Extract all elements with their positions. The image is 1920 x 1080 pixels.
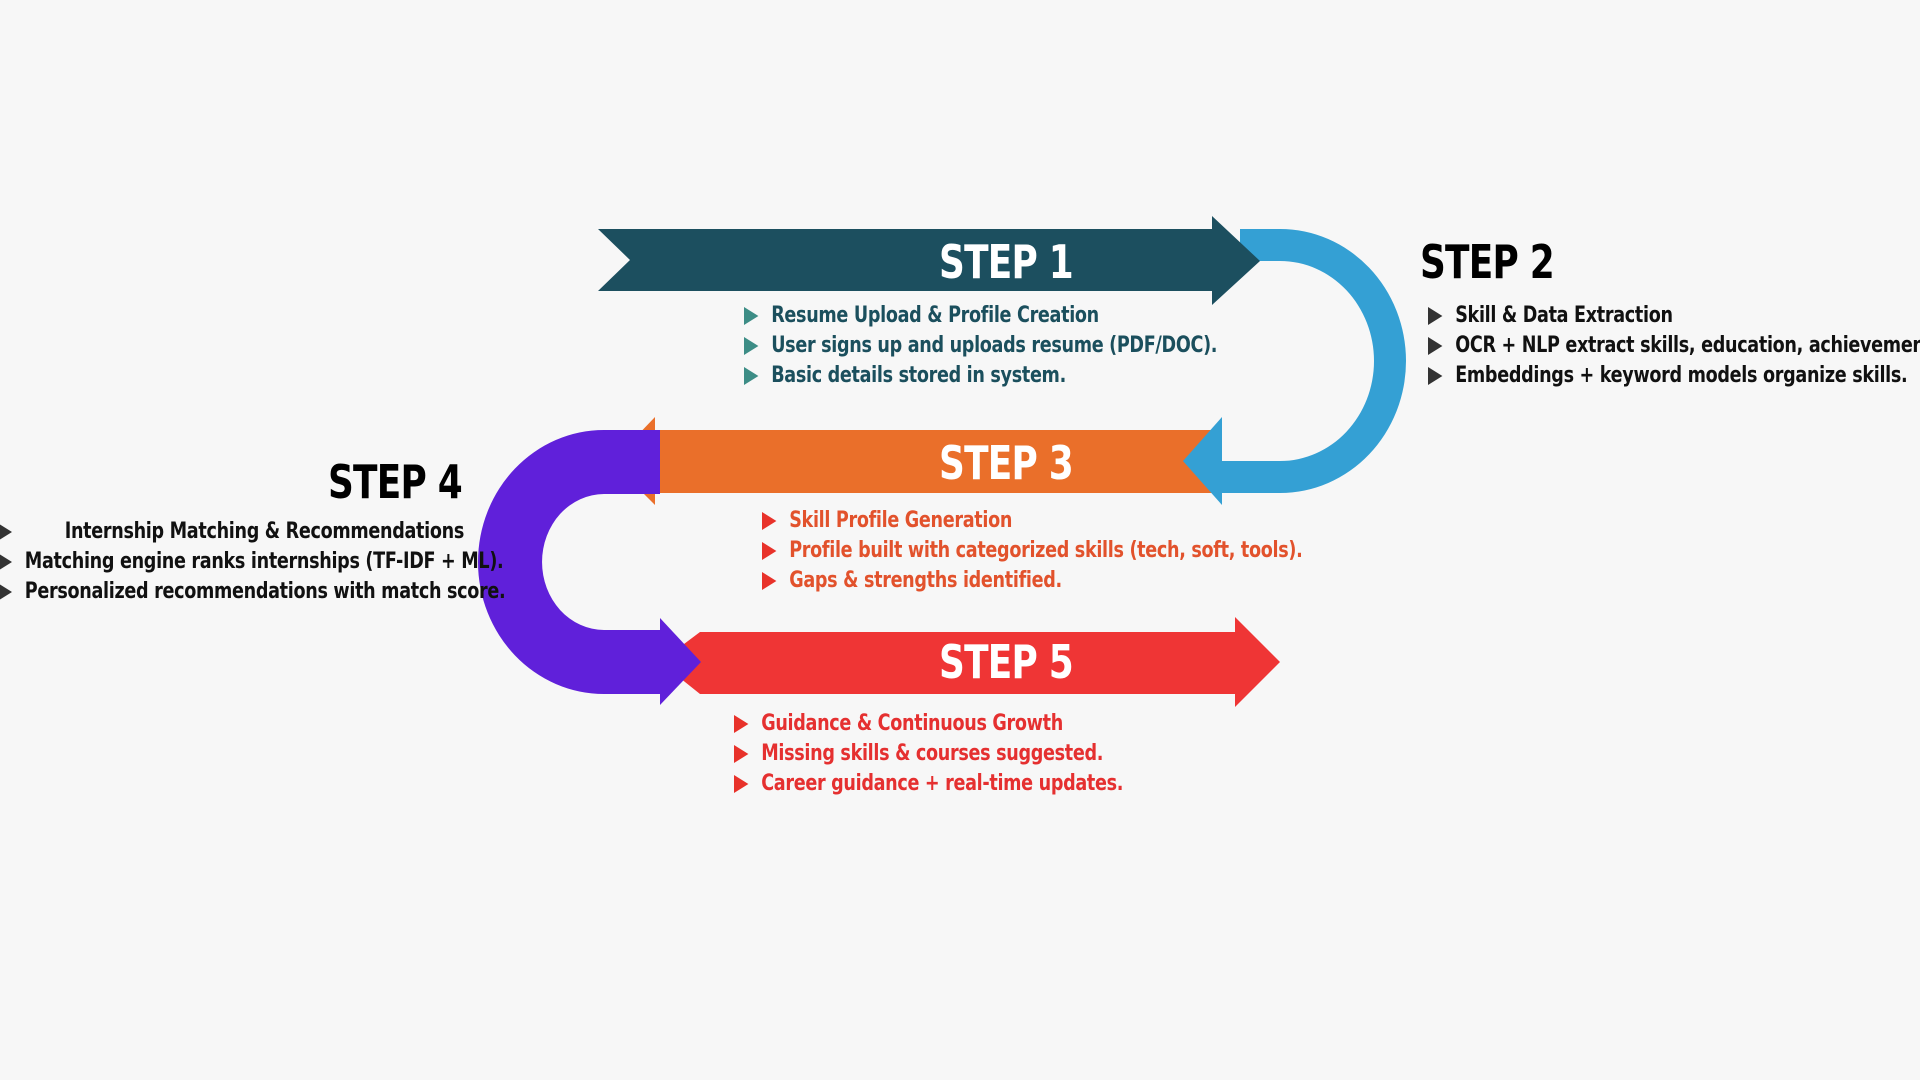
arrow-bullet-icon	[0, 523, 13, 541]
step1-bullet: User signs up and uploads resume (PDF/DO…	[744, 331, 1217, 361]
step5-bullets: Guidance & Continuous Growth Missing ski…	[734, 709, 1123, 799]
step4-bullet: Personalized recommendations with match …	[0, 577, 506, 607]
step2-title: STEP 2	[1420, 235, 1555, 289]
step4-bullets: Internship Matching & Recommendations Ma…	[0, 517, 506, 607]
arrow-bullet-icon	[734, 715, 749, 733]
step1-bullets: Resume Upload & Profile Creation User si…	[744, 301, 1217, 391]
step3-bullet: Profile built with categorized skills (t…	[762, 536, 1303, 566]
step3-arrow	[612, 417, 1220, 505]
arrow-bullet-icon	[762, 512, 777, 530]
step1-title: STEP 1	[939, 235, 1074, 289]
arrow-bullet-icon	[0, 553, 13, 571]
step3-bullets: Skill Profile Generation Profile built w…	[762, 506, 1303, 596]
step3-bullet: Skill Profile Generation	[762, 506, 1303, 536]
arrow-bullet-icon	[734, 745, 749, 763]
arrow-bullet-icon	[744, 367, 759, 385]
step2-arrowhead	[1183, 417, 1222, 505]
arrow-bullet-icon	[744, 307, 759, 325]
arrow-bullet-icon	[1428, 367, 1443, 385]
arrow-bullet-icon	[762, 542, 777, 560]
step1-bullet: Resume Upload & Profile Creation	[744, 301, 1217, 331]
step1-arrow	[598, 216, 1260, 305]
step4-arc	[478, 430, 662, 694]
arrow-bullet-icon	[1428, 307, 1443, 325]
step5-bullet: Career guidance + real-time updates.	[734, 769, 1123, 799]
step5-arrow	[660, 617, 1280, 707]
step2-bullet: Skill & Data Extraction	[1428, 301, 1920, 331]
step4-title: STEP 4	[328, 455, 463, 509]
arrow-bullet-icon	[1428, 337, 1443, 355]
step4-bullet: Internship Matching & Recommendations	[0, 517, 464, 547]
step2-bullets: Skill & Data Extraction OCR + NLP extrac…	[1428, 301, 1920, 391]
step5-title: STEP 5	[939, 635, 1074, 689]
step3-bullet: Gaps & strengths identified.	[762, 566, 1303, 596]
arrow-bullet-icon	[744, 337, 759, 355]
step2-bullet: OCR + NLP extract skills, education, ach…	[1428, 331, 1920, 361]
step5-bullet: Guidance & Continuous Growth	[734, 709, 1123, 739]
step4-bullet: Matching engine ranks internships (TF-ID…	[0, 547, 504, 577]
step1-bullet: Basic details stored in system.	[744, 361, 1217, 391]
step5-bullet: Missing skills & courses suggested.	[734, 739, 1123, 769]
arrow-bullet-icon	[0, 583, 13, 601]
arrow-bullet-icon	[734, 775, 749, 793]
step3-title: STEP 3	[939, 436, 1074, 490]
step2-bullet: Embeddings + keyword models organize ski…	[1428, 361, 1920, 391]
step2-arc	[1220, 229, 1406, 493]
step4-arrowhead	[660, 618, 701, 705]
arrow-bullet-icon	[762, 572, 777, 590]
